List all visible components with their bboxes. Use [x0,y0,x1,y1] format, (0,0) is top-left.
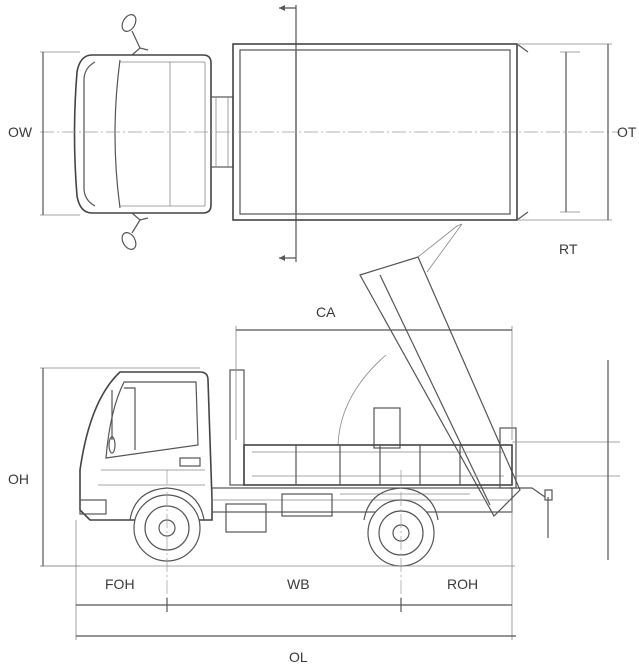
ot-dimension [517,43,612,221]
raised-dump-bed [337,223,521,517]
foh-label: FOH [105,576,135,592]
rt-label: RT [559,241,578,257]
ca-dimension [235,326,513,440]
side-view [40,223,620,640]
chassis-frame [211,487,513,533]
foh-wb-roh-dimension [75,500,513,640]
ca-label: CA [316,304,336,320]
dump-body-side [243,427,517,489]
roh-label: ROH [447,576,478,592]
ol-label: OL [289,649,308,665]
cab-side [79,371,213,521]
headboard [229,369,245,486]
top-view [40,5,620,262]
ow-label: OW [8,124,33,140]
rt-dimension [560,51,580,213]
right-height-dimensions [512,360,620,560]
cab-top [73,14,212,250]
ow-dimension [40,51,80,216]
ot-label: OT [617,124,637,140]
oh-label: OH [8,471,29,487]
wb-label: WB [287,576,310,592]
tailgate-stand [510,487,553,538]
oh-dimension [40,367,200,567]
